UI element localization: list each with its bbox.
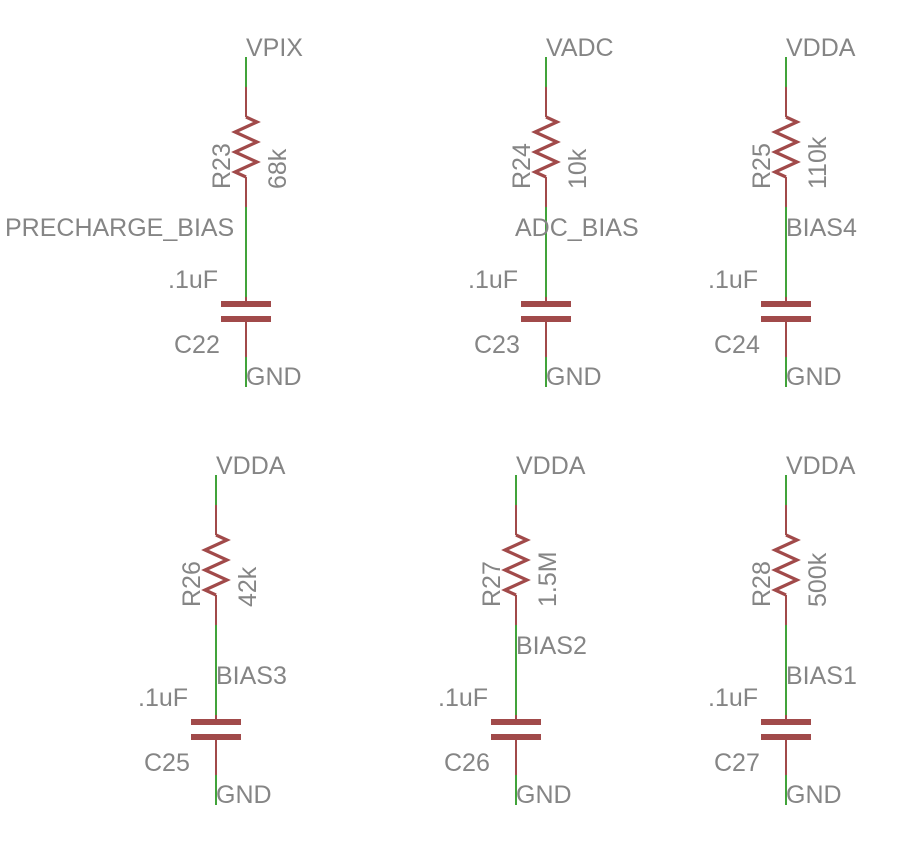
resistor-value: 110k — [804, 136, 832, 189]
capacitor-value: .1uF — [708, 684, 758, 712]
resistor-symbol — [501, 533, 531, 597]
resistor-symbol — [771, 115, 801, 179]
capacitor-plate — [761, 301, 811, 307]
supply-label: VADC — [546, 34, 614, 62]
resistor-symbol — [201, 533, 231, 597]
capacitor-ref: C26 — [444, 749, 490, 777]
capacitor-ref: C23 — [474, 331, 520, 359]
resistor-value: 10k — [564, 148, 592, 189]
ground-label: GND — [786, 363, 842, 391]
capacitor-plate — [191, 719, 241, 725]
ground-label: GND — [216, 781, 272, 809]
ground-label: GND — [546, 363, 602, 391]
capacitor-plate — [221, 301, 271, 307]
ground-label: GND — [786, 781, 842, 809]
resistor-symbol — [771, 533, 801, 597]
resistor-value: 1.5M — [534, 551, 562, 607]
resistor-ref: R26 — [178, 561, 206, 607]
supply-label: VDDA — [216, 452, 286, 480]
bias-net-label: ADC_BIAS — [515, 214, 639, 242]
bias-net-label: PRECHARGE_BIAS — [5, 214, 234, 242]
bias-net-label: BIAS3 — [216, 662, 287, 690]
resistor-ref: R28 — [748, 561, 776, 607]
resistor-ref: R23 — [208, 143, 236, 189]
resistor-ref: R24 — [508, 143, 536, 189]
capacitor-value: .1uF — [138, 684, 188, 712]
supply-label: VPIX — [246, 34, 303, 62]
capacitor-plate — [521, 301, 571, 307]
ground-label: GND — [516, 781, 572, 809]
capacitor-value: .1uF — [168, 266, 218, 294]
ground-label: GND — [246, 363, 302, 391]
resistor-value: 500k — [804, 552, 832, 607]
resistor-value: 68k — [264, 148, 292, 189]
capacitor-value: .1uF — [708, 266, 758, 294]
capacitor-value: .1uF — [438, 684, 488, 712]
bias-net-label: BIAS2 — [516, 632, 587, 660]
resistor-value: 42k — [234, 566, 262, 607]
capacitor-ref: C25 — [144, 749, 190, 777]
capacitor-value: .1uF — [468, 266, 518, 294]
supply-label: VDDA — [786, 452, 856, 480]
resistor-ref: R27 — [478, 561, 506, 607]
resistor-ref: R25 — [748, 143, 776, 189]
capacitor-ref: C24 — [714, 331, 760, 359]
supply-label: VDDA — [786, 34, 856, 62]
capacitor-ref: C22 — [174, 331, 220, 359]
capacitor-plate — [761, 719, 811, 725]
capacitor-plate — [491, 719, 541, 725]
capacitor-ref: C27 — [714, 749, 760, 777]
bias-net-label: BIAS1 — [786, 662, 857, 690]
resistor-symbol — [531, 115, 561, 179]
bias-net-label: BIAS4 — [786, 214, 857, 242]
supply-label: VDDA — [516, 452, 586, 480]
resistor-symbol — [231, 115, 261, 179]
